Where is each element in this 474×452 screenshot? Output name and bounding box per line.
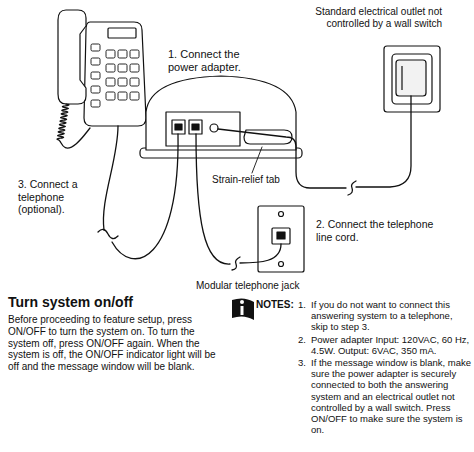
line-cord <box>196 134 230 264</box>
answering-system-back-panel <box>166 112 240 146</box>
answering-system-body <box>146 76 296 150</box>
handset-coil-cord <box>57 104 90 148</box>
outlet-label: Standard electrical outlet not controlle… <box>296 6 442 30</box>
note-text: If you do not want to connect this answe… <box>311 299 471 333</box>
leader-line <box>252 147 262 173</box>
note-number: 2. <box>298 334 312 345</box>
telephone-keypad <box>91 44 139 107</box>
telephone-cord <box>103 126 118 230</box>
modular-jack-socket <box>272 228 290 244</box>
modular-jack-plate <box>258 206 304 272</box>
power-adapter <box>396 60 426 96</box>
telephone-body <box>84 22 146 126</box>
note-text: If the message window is blank, make sur… <box>311 357 471 435</box>
note-number: 3. <box>298 357 312 368</box>
telephone-handset <box>58 10 86 104</box>
telephone-display <box>108 28 136 38</box>
section-heading: Turn system on/off <box>8 294 228 311</box>
part-label: Strain-relief tab <box>212 174 292 186</box>
body-text: Before proceeding to feature setup, pres… <box>8 314 224 373</box>
power-cord <box>356 96 411 187</box>
step-label: 2. Connect the telephone line cord. <box>316 218 436 243</box>
power-input <box>210 124 218 132</box>
cord-break <box>98 229 118 238</box>
telephone-cord <box>112 134 178 259</box>
notes-icon <box>232 298 254 320</box>
line-cord <box>240 244 281 263</box>
step-label: 3. Connect a telephone (optional). <box>18 178 96 216</box>
step-label: 1. Connect the power adapter. <box>168 48 260 74</box>
cord-break <box>232 257 240 270</box>
note-text: Power adapter Input: 120VAC, 60 Hz, 4.5W… <box>311 334 471 356</box>
line-jack-port <box>189 120 202 134</box>
telephone-jack-port <box>172 120 185 134</box>
electrical-outlet-plate <box>384 46 440 112</box>
part-label: Modular telephone jack <box>196 280 326 292</box>
note-number: 1. <box>298 299 312 310</box>
cord-break <box>348 181 356 195</box>
